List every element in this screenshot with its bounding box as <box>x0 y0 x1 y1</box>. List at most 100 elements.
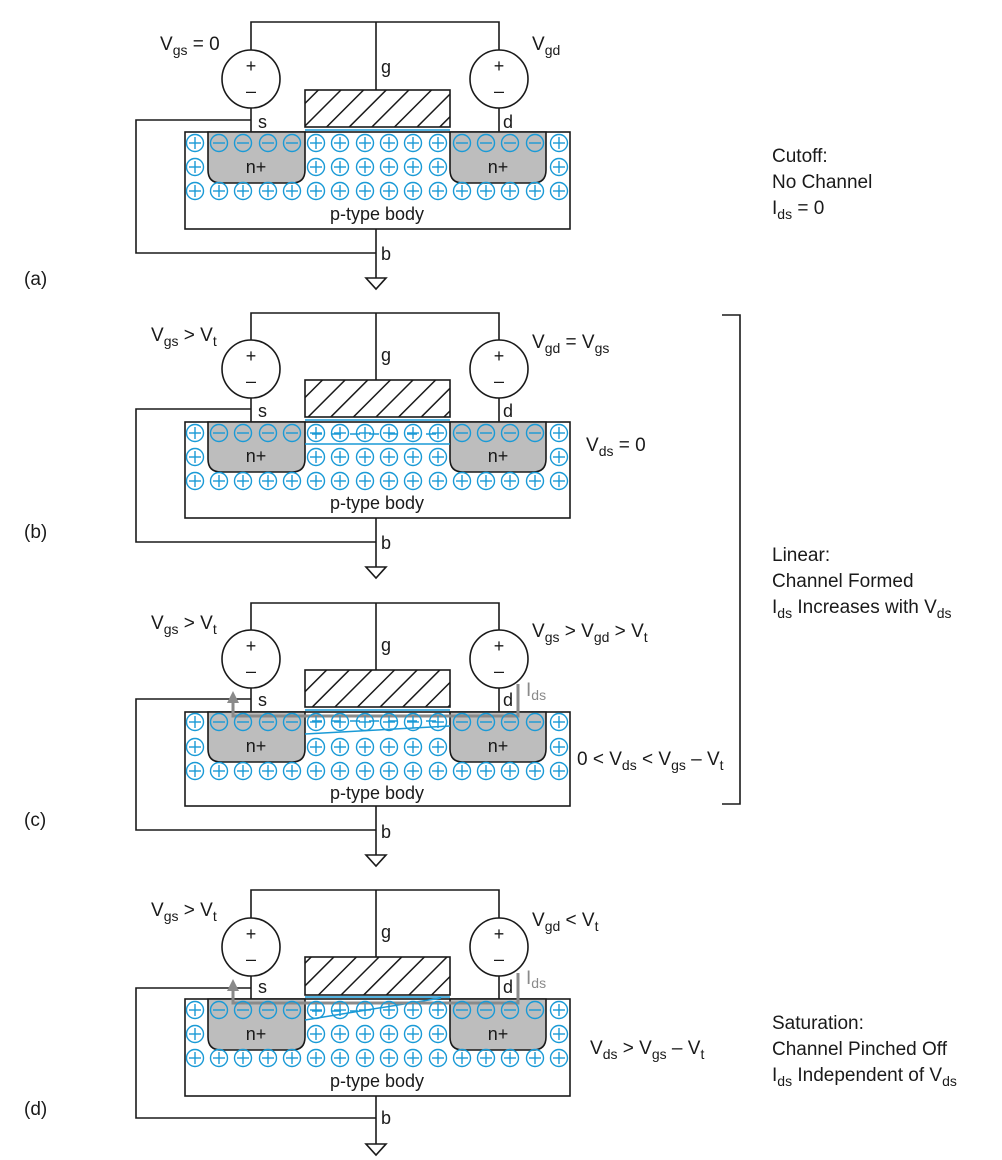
panel-tag-b: (b) <box>24 522 47 543</box>
acceptor-ion-symbol <box>428 181 448 201</box>
region-cutoff: Cutoff: No Channel Ids = 0 <box>772 146 872 222</box>
vds-label: Vds > Vgs – Vt <box>590 1038 704 1062</box>
vgd-label: Vgs > Vgd > Vt <box>532 621 648 645</box>
vgd-plus: + <box>494 924 505 944</box>
vgs-source <box>221 629 281 689</box>
gate-wire <box>250 312 500 340</box>
electron-symbol <box>233 712 253 732</box>
drain-well <box>449 421 547 473</box>
ground-symbol <box>364 277 388 291</box>
acceptor-ion-symbol <box>355 1024 375 1044</box>
ground-symbol <box>364 1143 388 1157</box>
panel-tag-d: (d) <box>24 1099 47 1120</box>
source-nplus: n+ <box>246 157 267 177</box>
acceptor-ion-symbol <box>428 471 448 491</box>
acceptor-ion-symbol <box>379 133 399 153</box>
gate-wire <box>250 21 500 50</box>
acceptor-ion-symbol <box>428 737 448 757</box>
panel-c: (c) + – + – n+ n+ p-type body g s d b Id… <box>24 602 724 868</box>
source-label: s <box>258 112 267 132</box>
acceptor-ion-symbol <box>306 471 326 491</box>
ion-layer <box>185 423 569 491</box>
acceptor-ion-symbol <box>428 761 448 781</box>
electron-symbol <box>209 133 229 153</box>
drain-nplus: n+ <box>488 1024 509 1044</box>
acceptor-ion-symbol <box>282 471 302 491</box>
acceptor-ion-symbol <box>282 1048 302 1068</box>
acceptor-ion-symbol <box>258 471 278 491</box>
acceptor-ion-symbol <box>330 1048 350 1068</box>
acceptor-ion-symbol <box>403 1048 423 1068</box>
ids-label: Ids <box>526 968 546 991</box>
acceptor-ion-symbol <box>452 471 472 491</box>
acceptor-ion-symbol <box>355 1048 375 1068</box>
electron-symbol <box>282 712 302 732</box>
acceptor-ion-symbol <box>282 181 302 201</box>
electron-symbol <box>209 1000 229 1020</box>
gate-wire <box>250 602 500 630</box>
vgd-label: Vgd = Vgs <box>532 332 609 356</box>
vgs-label: Vgs > Vt <box>151 325 217 349</box>
acceptor-ion-symbol <box>330 761 350 781</box>
acceptor-ion-symbol <box>403 712 423 732</box>
acceptor-ion-symbol <box>258 1048 278 1068</box>
vgd-source <box>469 629 529 689</box>
linear-title: Linear: <box>772 545 830 566</box>
acceptor-ion-symbol <box>452 181 472 201</box>
saturation-line2: Ids Independent of Vds <box>772 1065 957 1089</box>
gate-electrode <box>304 89 451 128</box>
acceptor-ion-symbol <box>428 1024 448 1044</box>
panel-a: (a) + – + – n+ n+ p-type body g s d b Vg… <box>24 21 571 291</box>
linear-line2: Ids Increases with Vds <box>772 597 952 621</box>
acceptor-ion-symbol <box>355 1000 375 1020</box>
body-wire <box>135 987 376 1119</box>
vgd-plus: + <box>494 346 505 366</box>
acceptor-ion-symbol <box>379 423 399 443</box>
acceptor-ion-symbol <box>379 1000 399 1020</box>
acceptor-ion-symbol <box>355 181 375 201</box>
electron-symbol <box>476 1000 496 1020</box>
acceptor-ion-symbol <box>185 157 205 177</box>
vgs-minus: – <box>246 661 256 681</box>
acceptor-ion-symbol <box>500 471 520 491</box>
acceptor-ion-symbol <box>379 737 399 757</box>
region-linear: Linear: Channel Formed Ids Increases wit… <box>772 545 952 621</box>
vgd-plus: + <box>494 636 505 656</box>
acceptor-ion-symbol <box>379 1048 399 1068</box>
acceptor-ion-symbol <box>403 1000 423 1020</box>
acceptor-ion-symbol <box>428 423 448 443</box>
cutoff-line1: No Channel <box>772 172 872 193</box>
vgs-plus: + <box>246 346 257 366</box>
vgs-source <box>221 339 281 399</box>
gate-electrode <box>304 956 451 996</box>
acceptor-ion-symbol <box>476 471 496 491</box>
acceptor-ion-symbol <box>330 423 350 443</box>
gate-wire <box>250 889 500 918</box>
acceptor-ion-symbol <box>549 1024 569 1044</box>
electron-symbol <box>282 133 302 153</box>
acceptor-ion-symbol <box>209 471 229 491</box>
acceptor-ion-symbol <box>306 1000 326 1020</box>
acceptor-ion-symbol <box>476 181 496 201</box>
electron-symbol <box>452 1000 472 1020</box>
acceptor-ion-symbol <box>233 1048 253 1068</box>
acceptor-ion-symbol <box>549 1048 569 1068</box>
acceptor-ion-symbol <box>306 712 326 732</box>
acceptor-ion-symbol <box>549 471 569 491</box>
electron-symbol <box>258 133 278 153</box>
acceptor-ion-symbol <box>549 761 569 781</box>
drain-nplus: n+ <box>488 736 509 756</box>
acceptor-ion-symbol <box>330 133 350 153</box>
acceptor-ion-symbol <box>476 1048 496 1068</box>
linear-line1: Channel Formed <box>772 571 914 592</box>
vgd-minus: – <box>494 661 504 681</box>
acceptor-ion-symbol <box>549 133 569 153</box>
acceptor-ion-symbol <box>330 157 350 177</box>
acceptor-ion-symbol <box>185 471 205 491</box>
acceptor-ion-symbol <box>330 737 350 757</box>
acceptor-ion-symbol <box>403 423 423 443</box>
acceptor-ion-symbol <box>379 761 399 781</box>
electron-symbol <box>525 712 545 732</box>
electron-symbol <box>452 423 472 443</box>
